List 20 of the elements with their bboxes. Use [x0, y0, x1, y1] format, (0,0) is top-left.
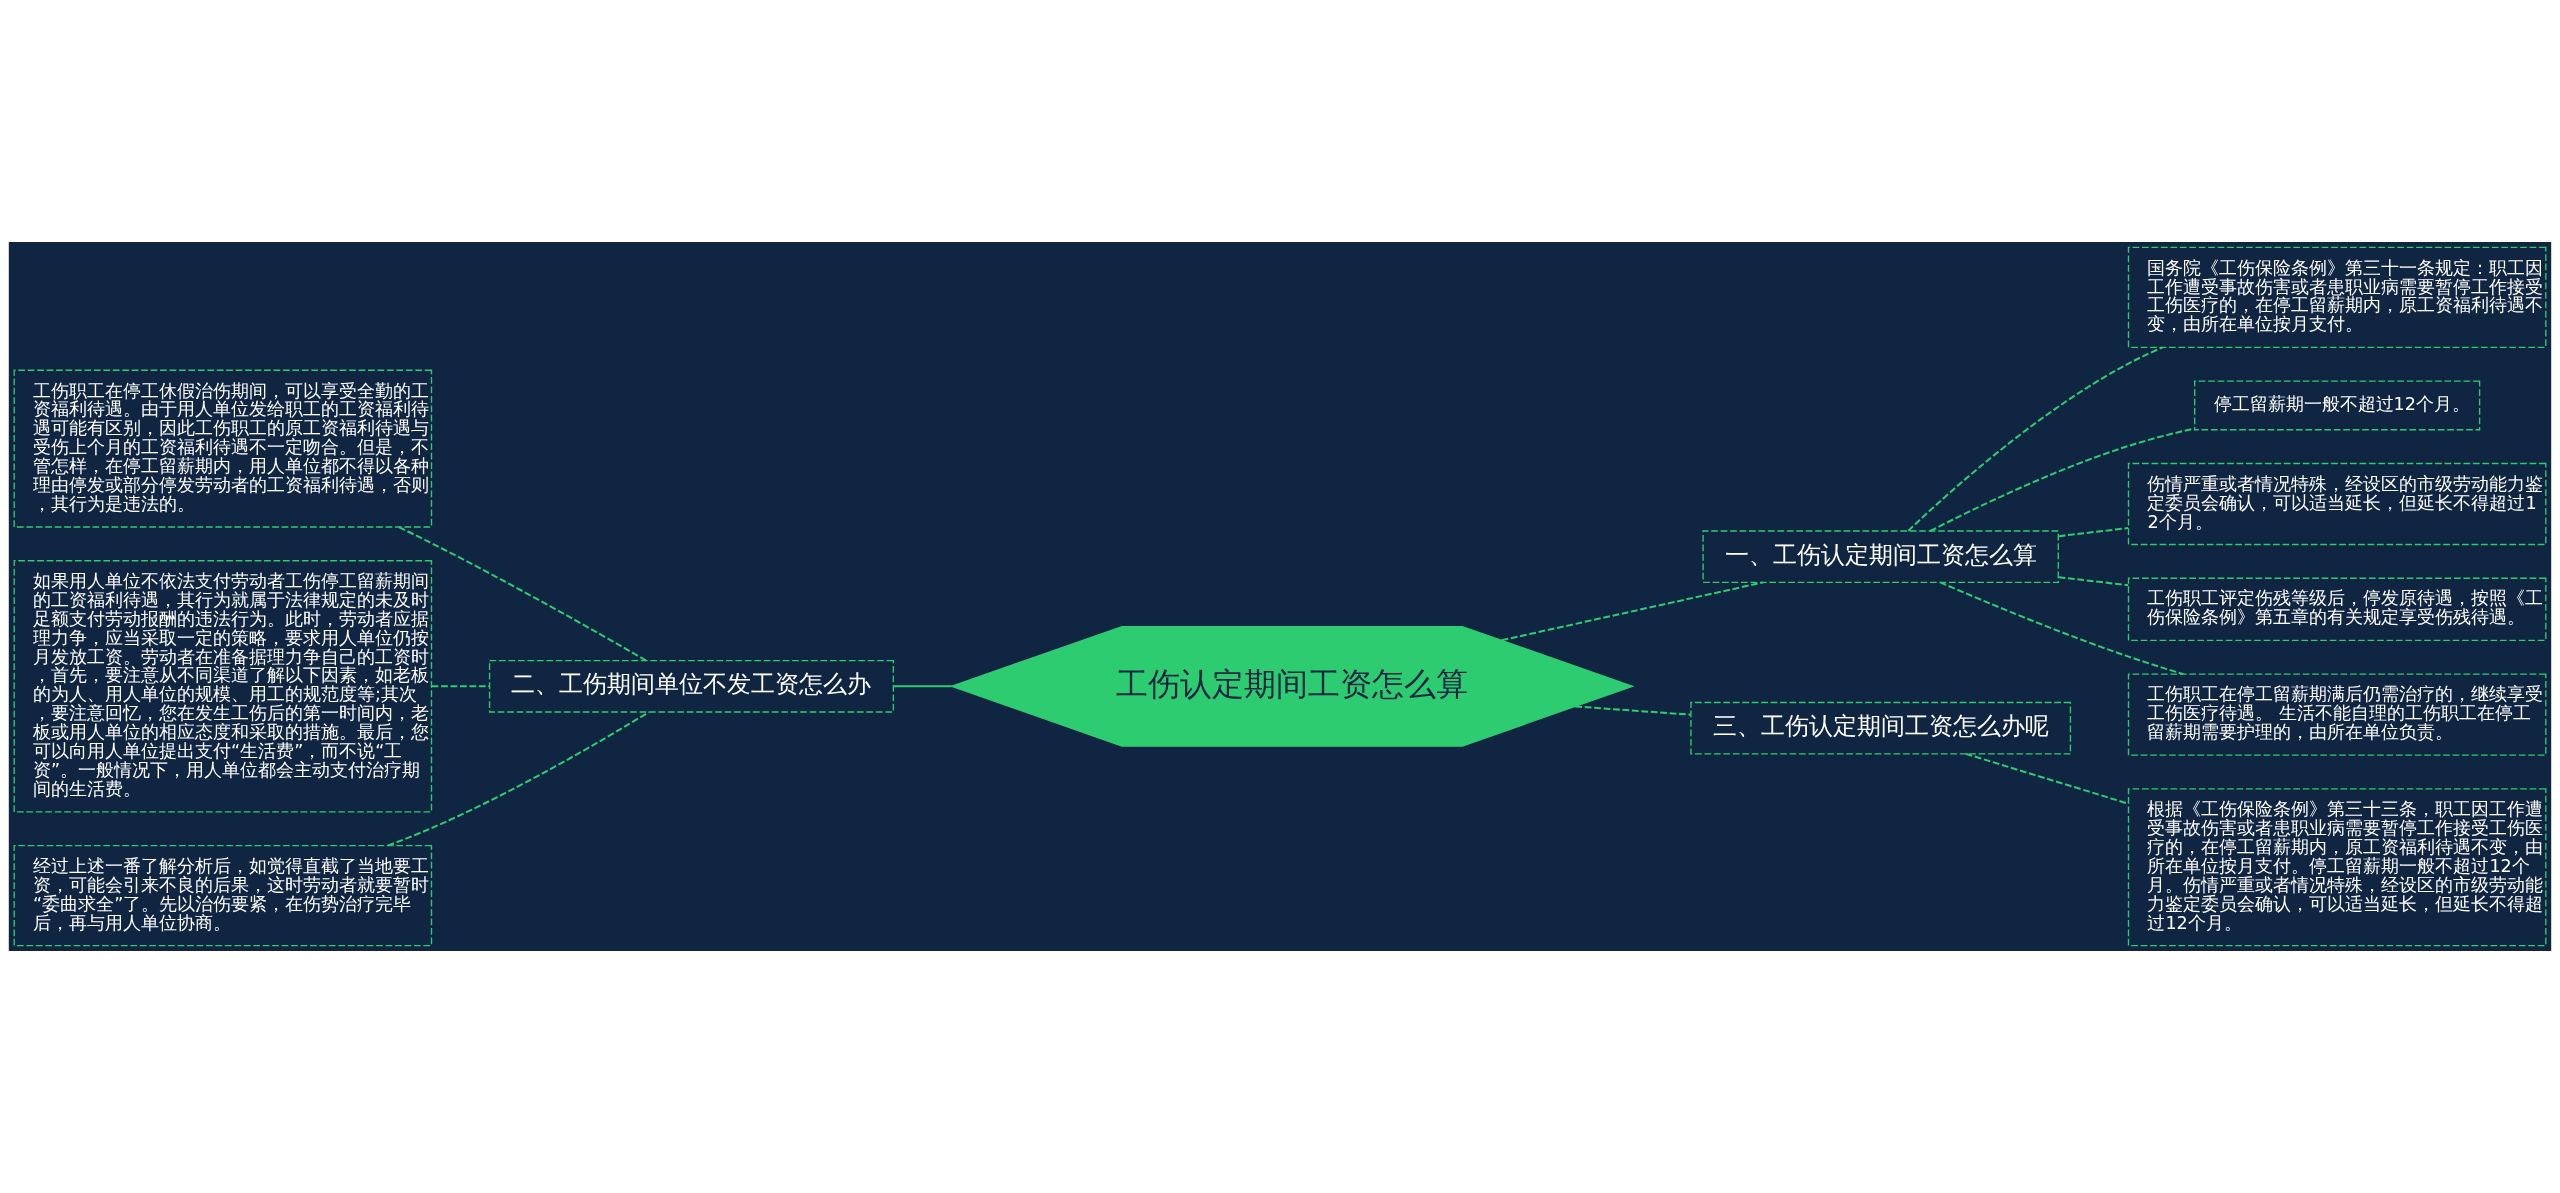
connector	[1575, 705, 1691, 716]
node-box: 国务院《工伤保险条例》第三十一条规定：职工因工作遭受事故伤害或者患职业病需要暂停工作接受工伤医疗的，在停工留薪期内，原工资福利待遇不变，由所在单位按月支付。	[2127, 246, 2547, 348]
node-box: 二、工伤期间单位不发工资怎么办	[488, 659, 895, 713]
connector	[1907, 346, 2163, 532]
connector	[2058, 576, 2129, 587]
node-box: 工伤职工评定伤残等级后，停发原待遇，按照《工伤保险条例》第五章的有关规定享受伤残待遇。	[2127, 577, 2547, 642]
connector	[1965, 752, 2129, 805]
connector	[2058, 527, 2129, 538]
node-box: 一、工伤认定期间工资怎么算	[1702, 530, 2059, 583]
connector	[431, 685, 490, 688]
connector	[1501, 581, 1764, 642]
node-box: 工伤职工在停工留薪期满后仍需治疗的，继续享受工伤医疗待遇。 生活不能自理的工伤职工在停工留薪期需要护理的，由所在单位负责。	[2127, 673, 2547, 756]
node-box: 三、工伤认定期间工资怎么办呢	[1690, 701, 2072, 755]
node-box: 根据《工伤保险条例》第三十三条，职工因工作遭受事故伤害或者患职业病需要暂停工作接受工伤医疗的，在停工留薪期内，原工资福利待遇不变，由所在单位按月支付。停工留薪期一般不超过12个月。伤情严重或者情况特殊，经设区的市级劳动能力鉴定委员会确认，可以适当延长，但延长不得超过12个月。	[2127, 788, 2547, 947]
connector	[893, 685, 952, 688]
node-box: 工伤职工在停工休假治伤期间，可以享受全勤的工资福利待遇。由于用人单位发给职工的工资福利待遇可能有区别，因此工伤职工的原工资福利待遇与受伤上个月的工资福利待遇不一定吻合。但是，不管怎样，在停工留薪期内，用人单位都不得以各种理由停发或部分停发劳动者的工资福利待遇，否则，其行为是违法的。	[13, 369, 433, 528]
node-box: 经过上述一番了解分析后，如觉得直截了当地要工资，可能会引来不良的后果，这时劳动者就要暂时“委曲求全”了。先以治伤要紧，在伤势治疗完毕后，再与用人单位协商。	[13, 845, 433, 947]
node-box: 伤情严重或者情况特殊，经设区的市级劳动能力鉴定委员会确认，可以适当延长，但延长不得超过12个月。	[2127, 462, 2547, 546]
node-box: 如果用人单位不依法支付劳动者工伤停工留薪期间的工资福利待遇，其行为就属于法律规定的未及时足额支付劳动报酬的违法行为。此时，劳动者应据理力争，应当采取一定的策略，要求用人单位仍按月发放工资。劳动者在准备据理力争自己的工资时，首先，要注意从不同渠道了解以下因素，如老板的为人、用人单位的规模、用工的规范度等;其次，要注意回忆，您在发生工伤后的第一时间内，老板或用人单位的相应态度和采取的措施。最后，您可以向用人单位提出支付“生活费”，而不说“工资”。一般情况下，用人单位都会主动支付治疗期间的生活费。	[13, 560, 433, 813]
node-box: 停工留薪期一般不超过12个月。	[2194, 380, 2481, 431]
